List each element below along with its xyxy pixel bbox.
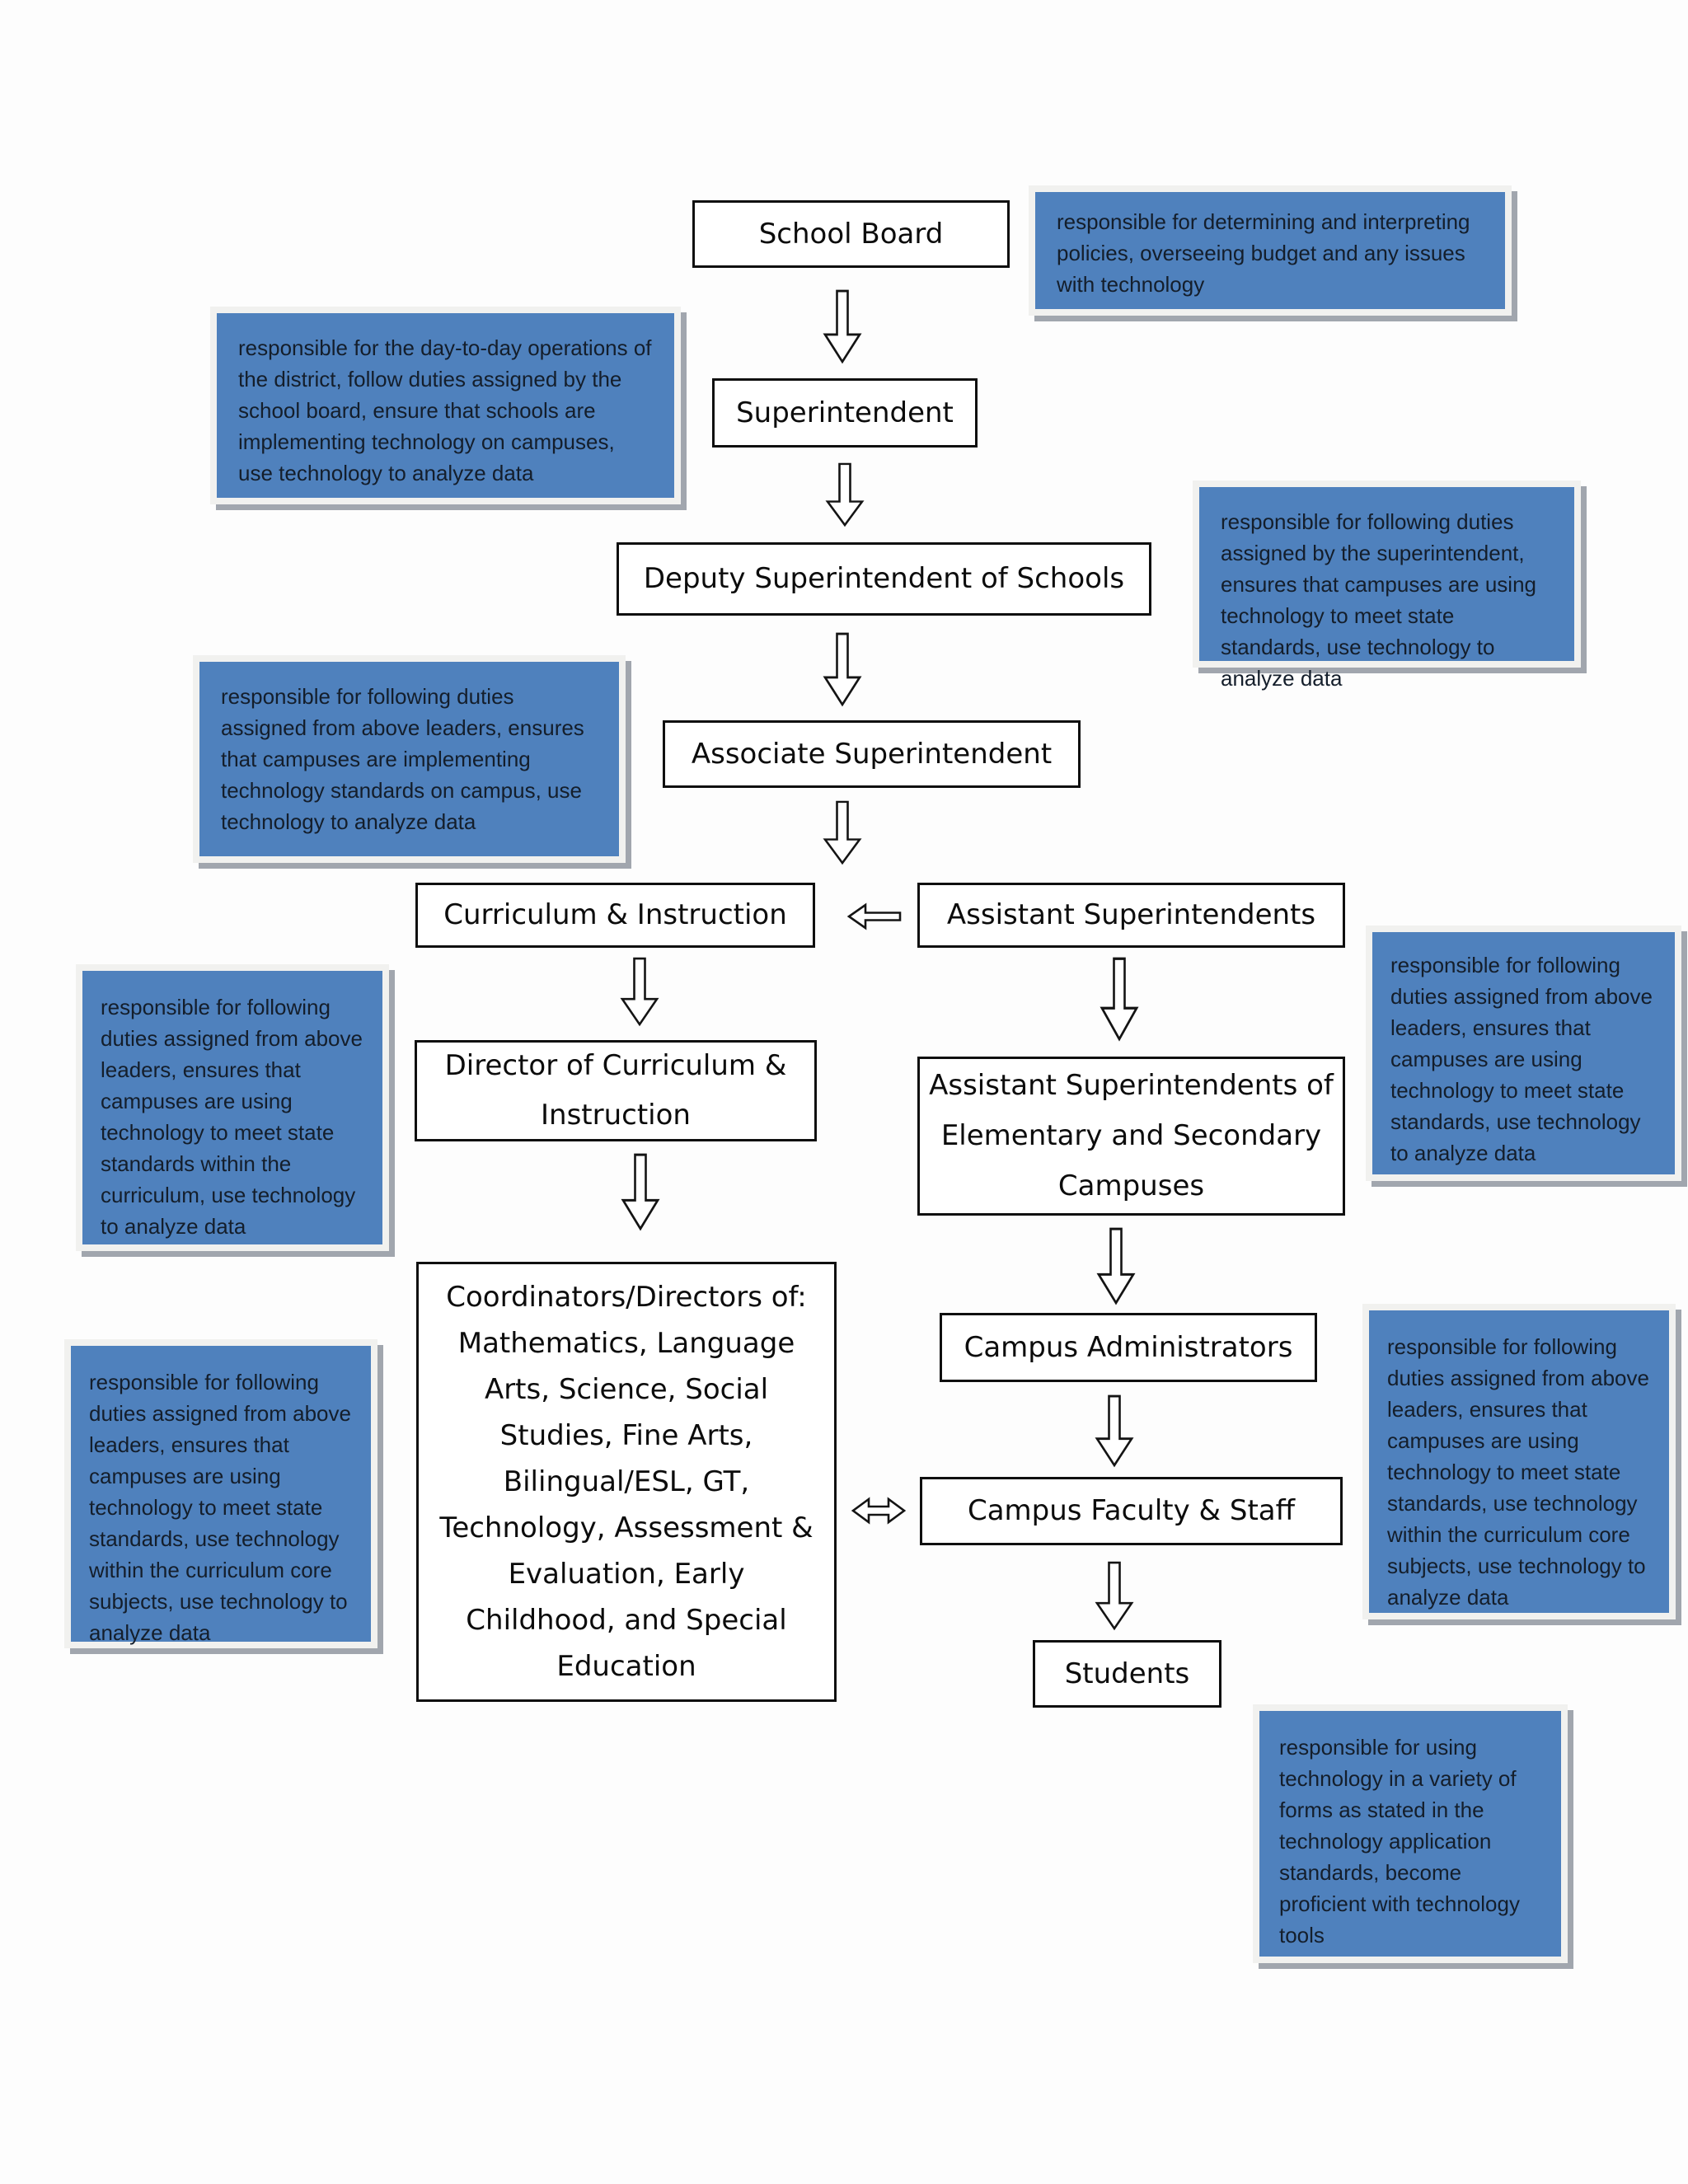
node-director-curriculum-instruction: Director of Curriculum & Instruction <box>415 1040 817 1141</box>
arrow-down-icon <box>1095 1561 1134 1631</box>
arrow-down-icon <box>621 1153 660 1231</box>
node-students: Students <box>1033 1640 1221 1708</box>
node-assistant-superintendents-campuses: Assistant Superintendents of Elementary … <box>917 1057 1345 1216</box>
arrow-down-icon <box>1100 957 1139 1042</box>
note-campus-level-responsibilities: responsible for following duties assigne… <box>1362 1304 1676 1619</box>
note-students-responsibilities: responsible for using technology in a va… <box>1253 1704 1568 1963</box>
arrow-down-icon <box>823 800 862 865</box>
note-school-board-responsibilities: responsible for determining and interpre… <box>1029 185 1512 316</box>
node-assistant-superintendents: Assistant Superintendents <box>917 883 1345 948</box>
note-superintendent-responsibilities: responsible for the day-to-day operation… <box>210 307 681 504</box>
note-associate-superintendent-responsibilities: responsible for following duties assigne… <box>193 655 626 863</box>
note-director-curriculum-responsibilities: responsible for following duties assigne… <box>76 964 389 1251</box>
arrow-down-icon <box>620 957 659 1027</box>
arrow-down-icon <box>823 289 862 364</box>
arrow-down-icon <box>823 632 862 707</box>
node-campus-faculty-staff: Campus Faculty & Staff <box>920 1477 1343 1545</box>
node-superintendent: Superintendent <box>712 378 978 448</box>
arrow-down-icon <box>1095 1394 1134 1468</box>
arrow-down-icon <box>825 462 865 527</box>
node-deputy-superintendent: Deputy Superintendent of Schools <box>617 542 1151 616</box>
arrow-down-icon <box>1096 1227 1136 1305</box>
node-coordinators-directors: Coordinators/Directors of: Mathematics, … <box>416 1262 837 1702</box>
note-coordinators-responsibilities: responsible for following duties assigne… <box>64 1339 377 1648</box>
node-curriculum-instruction: Curriculum & Instruction <box>415 883 815 948</box>
note-assistant-superintendents-responsibilities: responsible for following duties assigne… <box>1366 926 1681 1181</box>
note-deputy-superintendent-responsibilities: responsible for following duties assigne… <box>1193 480 1581 691</box>
node-campus-administrators: Campus Administrators <box>940 1313 1317 1382</box>
arrow-left-icon <box>846 902 902 930</box>
node-associate-superintendent: Associate Superintendent <box>663 720 1081 788</box>
node-school-board: School Board <box>692 200 1010 268</box>
arrow-left-right-icon <box>851 1497 907 1525</box>
